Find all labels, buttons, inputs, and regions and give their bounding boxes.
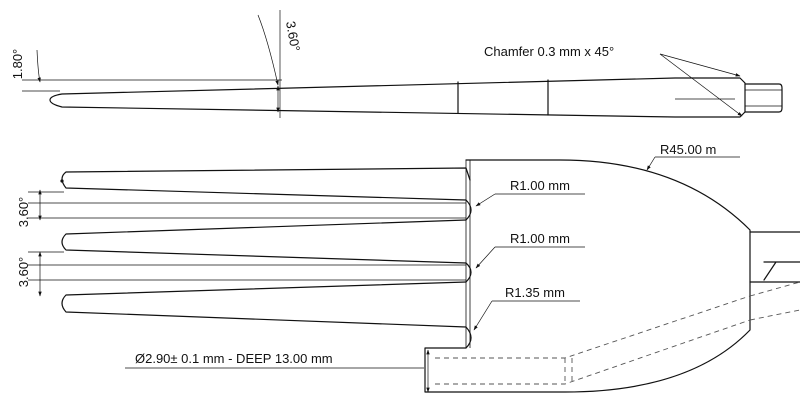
side-view-outline <box>49 77 746 118</box>
plan-view-body <box>424 159 751 393</box>
chamfer-label: Chamfer 0.3 mm x 45° <box>484 44 614 59</box>
radius-label-3: R1.35 mm <box>505 285 565 300</box>
radius-label-1: R1.00 mm <box>510 178 570 193</box>
plan-view: R45.00 m R1.00 mm R1.00 mm R1.35 mm 3.60… <box>16 142 800 393</box>
hidden-hole <box>435 281 800 385</box>
angle-label-large: 3.60° <box>283 20 303 53</box>
hole-label: Ø2.90± 0.1 mm - DEEP 13.00 mm <box>135 351 333 366</box>
prong-2 <box>61 219 472 283</box>
prong-3 <box>61 281 472 349</box>
angle-left-label-2: 3.60° <box>16 257 31 288</box>
threaded-stub <box>749 231 800 283</box>
side-view: 1.80° 3.60° Chamfer 0.3 mm x 45° <box>10 10 783 118</box>
prong-1 <box>61 167 472 221</box>
angle-left-label-1: 3.60° <box>16 197 31 228</box>
angle-label-small: 1.80° <box>10 49 25 80</box>
threaded-end <box>744 83 783 113</box>
radius-label-2: R1.00 mm <box>510 231 570 246</box>
radius-outer-label: R45.00 m <box>660 142 716 157</box>
